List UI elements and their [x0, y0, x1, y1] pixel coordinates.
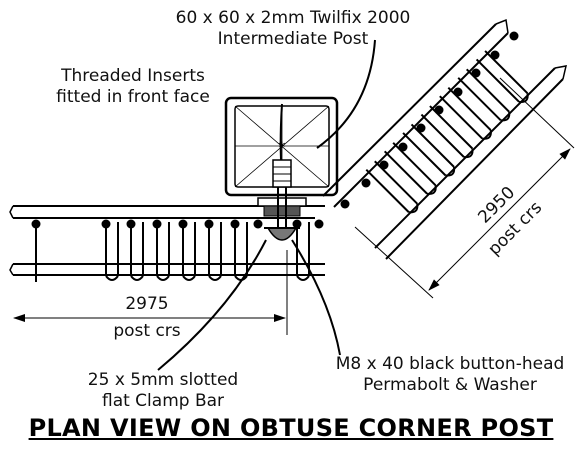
angled-mesh-panel	[322, 18, 567, 260]
drawing-title: PLAN VIEW ON OBTUSE CORNER POST	[28, 414, 554, 442]
post-label-line1: 60 x 60 x 2mm Twilfix 2000	[175, 8, 411, 28]
svg-text:*: *	[279, 140, 286, 156]
inserts-label-line2: fitted in front face	[56, 87, 210, 107]
dimension-left	[13, 250, 288, 335]
dim-left-unit: post crs	[113, 321, 181, 341]
clamp-bolt-assembly	[257, 187, 307, 241]
clamp-label-line1: 25 x 5mm slotted	[87, 370, 239, 390]
bolt-label: M8 x 40 black button-head Permabolt & Wa…	[325, 354, 575, 396]
clamp-label-line2: flat Clamp Bar	[101, 391, 225, 411]
dim-left-value: 2975	[125, 294, 169, 314]
post-label-line2: Intermediate Post	[217, 29, 369, 49]
inserts-label-line1: Threaded Inserts	[61, 66, 205, 86]
post-label: 60 x 60 x 2mm Twilfix 2000 Intermediate …	[148, 8, 438, 50]
inserts-label: Threaded Inserts fitted in front face	[42, 66, 224, 108]
dimension-right	[354, 77, 575, 299]
clamp-label: 25 x 5mm slotted flat Clamp Bar	[78, 370, 248, 412]
dim-left-label: 2975 post crs	[92, 294, 202, 342]
leader-lines	[157, 39, 376, 371]
bolt-label-line1: M8 x 40 black button-head	[335, 354, 565, 374]
left-mesh-panel	[9, 205, 325, 282]
bolt-label-line2: Permabolt & Washer	[363, 375, 537, 395]
